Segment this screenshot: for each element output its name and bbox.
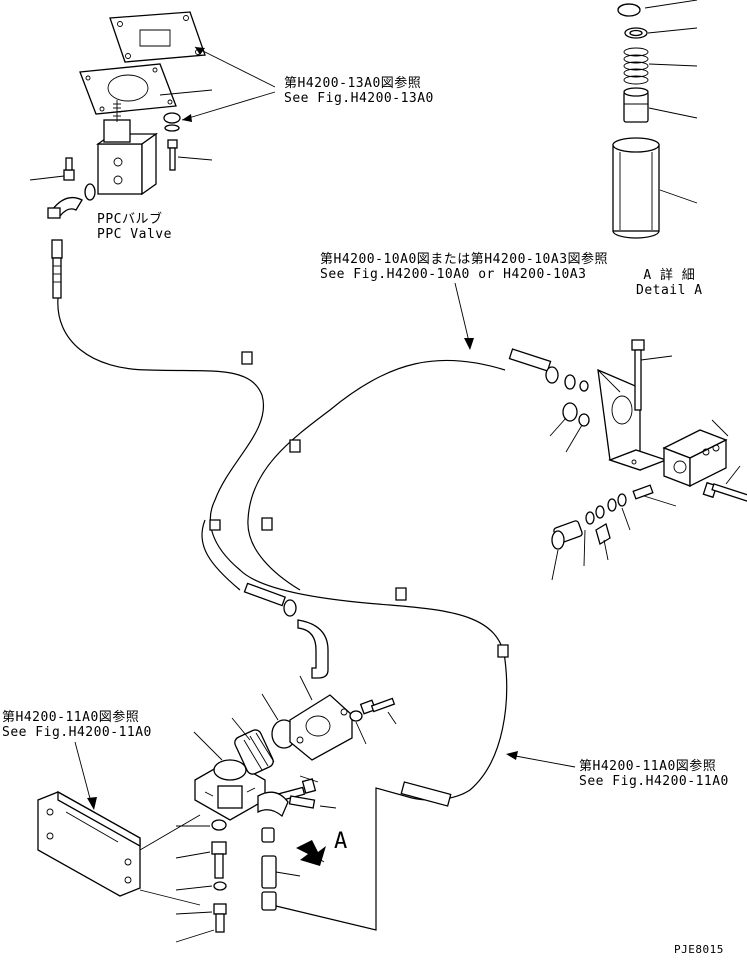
detail-a-label: A 詳 細 Detail A <box>636 268 703 298</box>
detail-a-group <box>549 339 747 581</box>
view-arrow-label: A <box>334 829 348 854</box>
bottom-mount-group <box>37 675 397 943</box>
ref-11a0-right-label-jp: 第H4200-11A0図参照 <box>579 759 717 774</box>
ppc-valve-label: PPCバルブ PPC Valve <box>97 212 172 242</box>
ref-10a0-label: 第H4200-10A0図または第H4200-10A3図参照 See Fig.H4… <box>320 252 608 282</box>
ref-13a0-label-en: See Fig.H4200-13A0 <box>284 91 434 106</box>
detail-a-label-en: Detail A <box>636 283 703 298</box>
ref-11a0-left-label-en: See Fig.H4200-11A0 <box>2 725 152 740</box>
ref-10a0-label-en: See Fig.H4200-10A0 or H4200-10A3 <box>320 267 587 282</box>
ref-10a0-label-jp: 第H4200-10A0図または第H4200-10A3図参照 <box>320 252 609 267</box>
ppc-valve-label-en: PPC Valve <box>97 227 172 242</box>
ppc-valve-group <box>29 11 213 299</box>
hoses <box>57 297 589 931</box>
ref-11a0-right-label: 第H4200-11A0図参照 See Fig.H4200-11A0 <box>579 759 729 789</box>
ppc-valve-label-jp: PPCバルブ <box>97 212 163 227</box>
ref-13a0-leaders <box>181 46 276 122</box>
top-right-part-stack <box>612 0 698 239</box>
ref-11a0-left-label-jp: 第H4200-11A0図参照 <box>2 710 140 725</box>
ref-11a0-right-label-en: See Fig.H4200-11A0 <box>579 774 729 789</box>
ref-13a0-label: 第H4200-13A0図参照 See Fig.H4200-13A0 <box>284 76 434 106</box>
view-arrow <box>296 840 326 866</box>
ref-13a0-label-jp: 第H4200-13A0図参照 <box>284 76 422 91</box>
detail-a-label-jp: A 詳 細 <box>643 268 696 283</box>
ref-11a0-right-leader <box>506 751 576 768</box>
ref-11a0-left-label: 第H4200-11A0図参照 See Fig.H4200-11A0 <box>2 710 152 740</box>
drawing-code: PJE8015 <box>674 943 724 956</box>
ref-10a0-leader <box>454 282 474 350</box>
